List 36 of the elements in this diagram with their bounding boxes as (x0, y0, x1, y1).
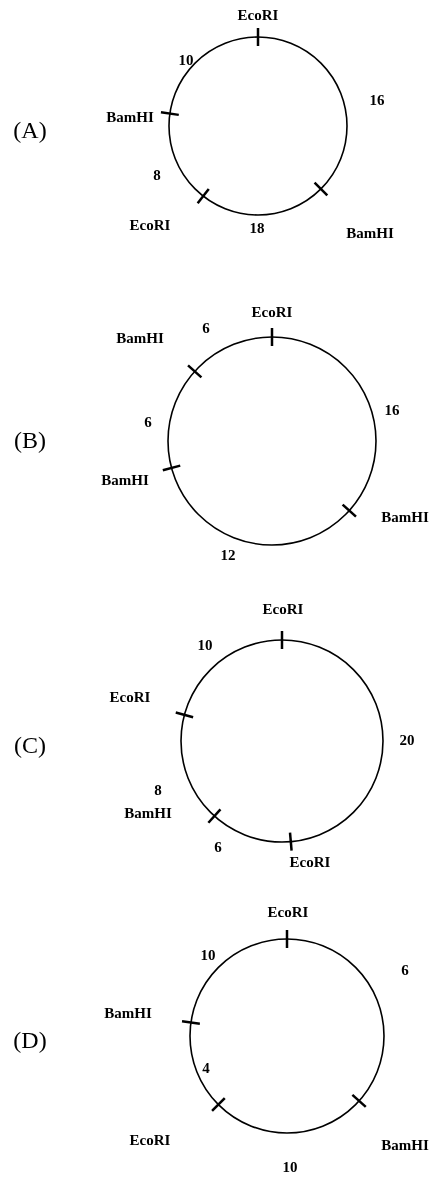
fragment-size-label: 10 (282, 1158, 298, 1176)
fragment-size-label: 10 (178, 51, 194, 69)
fragment-size-label: 8 (154, 781, 162, 799)
panel-label: (D) (13, 1026, 47, 1054)
fragment-size-label: 8 (153, 166, 161, 184)
enzyme-site-label: EcoRI (289, 853, 331, 871)
enzyme-site-label: EcoRI (129, 216, 171, 234)
fragment-size-label: 10 (200, 946, 216, 964)
fragment-size-label: 20 (399, 731, 415, 749)
enzyme-site-label: BamHI (381, 1136, 429, 1154)
panel-label: (A) (13, 116, 47, 144)
panel-label: (B) (14, 426, 46, 454)
enzyme-site-label: BamHI (104, 1004, 152, 1022)
fragment-size-label: 10 (197, 636, 213, 654)
panel-label: (C) (14, 731, 46, 759)
fragment-size-label: 16 (384, 401, 400, 419)
fragment-size-label: 12 (220, 546, 236, 564)
enzyme-site-label: EcoRI (237, 6, 279, 24)
enzyme-site-label: BamHI (346, 224, 394, 242)
enzyme-site-label: BamHI (116, 329, 164, 347)
fragment-size-label: 4 (202, 1059, 210, 1077)
enzyme-site-label: EcoRI (109, 688, 151, 706)
enzyme-site-label: BamHI (106, 108, 154, 126)
enzyme-site-label: EcoRI (129, 1131, 171, 1149)
fragment-size-label: 18 (249, 219, 265, 237)
fragment-size-label: 16 (369, 91, 385, 109)
enzyme-site-label: EcoRI (267, 903, 309, 921)
enzyme-site-label: BamHI (124, 804, 172, 822)
fragment-size-label: 6 (214, 838, 222, 856)
enzyme-site-label: EcoRI (251, 303, 293, 321)
enzyme-site-label: BamHI (101, 471, 149, 489)
enzyme-site-label: EcoRI (262, 600, 304, 618)
fragment-size-label: 6 (202, 319, 210, 337)
enzyme-site-label: BamHI (381, 508, 429, 526)
fragment-size-label: 6 (401, 961, 409, 979)
fragment-size-label: 6 (144, 413, 152, 431)
